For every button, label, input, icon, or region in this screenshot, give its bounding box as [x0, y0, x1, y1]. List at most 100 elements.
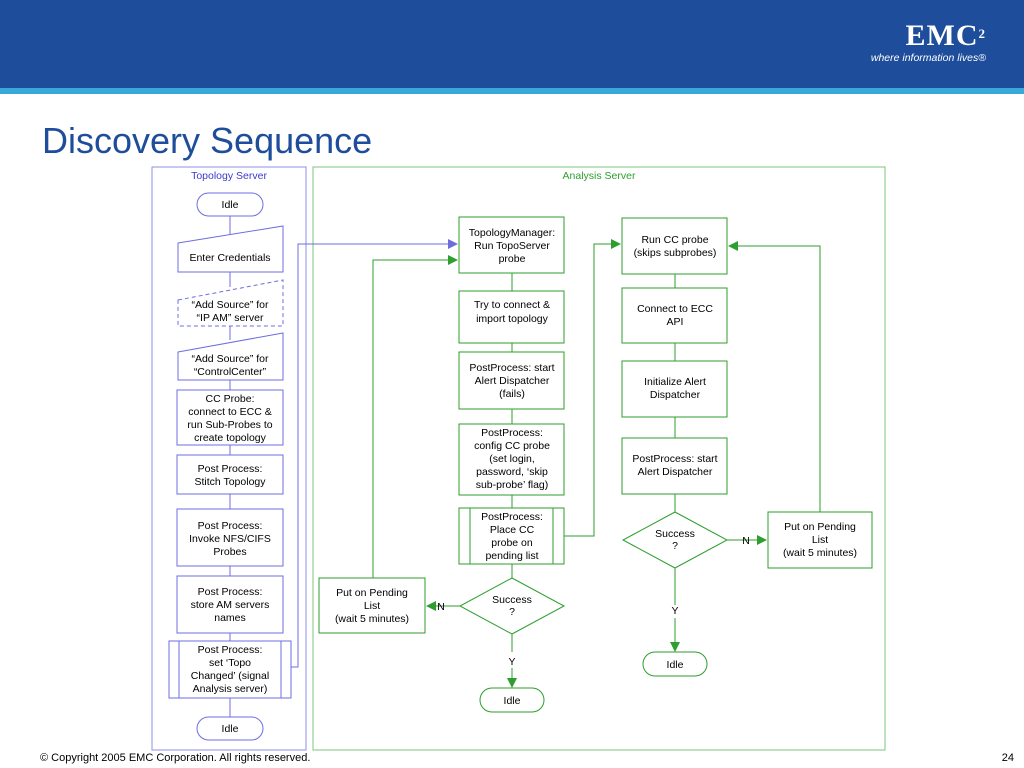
post-place-cc-line4: pending list: [485, 550, 538, 562]
post-stitch-line1: Post Process:: [198, 463, 263, 475]
topology-lane-label: Topology Server: [191, 170, 267, 182]
cc-probe-line3: run Sub-Probes to: [187, 419, 272, 431]
pending-right-line1: Put on Pending: [784, 521, 856, 533]
post-nfs-line1: Post Process:: [198, 520, 263, 532]
post-store-line2: store AM servers: [191, 599, 270, 611]
analysis-lane: [312, 166, 886, 751]
connect-ecc-step: [621, 287, 728, 344]
cc-probe-line4: create topology: [194, 432, 267, 444]
post-nfs-step: [176, 508, 284, 567]
add-source-ipam-line1: “Add Source” for: [191, 299, 269, 311]
topology-manager-line3: probe: [499, 253, 526, 265]
post-topo-changed-step: [168, 640, 292, 699]
try-connect-line1: Try to connect &: [474, 299, 550, 311]
page-title: Discovery Sequence: [42, 120, 373, 161]
success-decision-left: [458, 577, 566, 635]
post-place-cc-line3: probe on: [491, 537, 533, 549]
post-store-step: [176, 575, 284, 634]
no-label-right: N: [742, 535, 750, 547]
analysis-lane-label: Analysis Server: [563, 170, 636, 182]
topology-manager-line1: TopologyManager:: [469, 227, 555, 239]
topology-idle-end: [196, 716, 264, 741]
pending-right-line2: List: [812, 534, 828, 546]
success-decision-right: [621, 511, 729, 569]
run-cc-probe-step: [621, 217, 728, 275]
post-alert-fails-line3: (fails): [499, 388, 525, 400]
post-stitch-line2: Stitch Topology: [194, 476, 266, 488]
connect-ecc-line1: Connect to ECC: [637, 303, 713, 315]
page-number: 24: [1001, 752, 1014, 764]
topology-manager-line2: Run TopoServer: [474, 240, 550, 252]
try-connect-line2: import topology: [476, 313, 549, 325]
init-alert-step: [621, 360, 728, 418]
topology-manager-step: [458, 216, 565, 274]
post-place-cc-step: [458, 507, 565, 565]
emc-logo: EMC2 where information lives®: [870, 19, 986, 65]
cc-probe-line2: connect to ECC &: [188, 406, 271, 418]
pending-left-line2: List: [364, 600, 380, 612]
post-start-alert-line1: PostProcess: start: [632, 453, 717, 465]
init-alert-line1: Initialize Alert: [644, 376, 706, 388]
logo-tagline: where information lives®: [870, 52, 986, 64]
add-source-cc-step: [177, 332, 284, 381]
success-left-line1: Success: [492, 594, 532, 606]
no-label-left: N: [437, 601, 445, 613]
logo-brand: EMC2: [905, 19, 986, 52]
post-alert-fails-step: [458, 351, 565, 410]
yes-label-right: Y: [671, 605, 678, 617]
success-right-line1: Success: [655, 528, 695, 540]
enter-credentials-step: [177, 225, 284, 273]
yes-label-left: Y: [508, 656, 515, 668]
post-nfs-line3: Probes: [213, 546, 246, 558]
post-store-line3: names: [214, 612, 246, 624]
post-start-alert-step: [621, 437, 728, 495]
connect-ecc-line2: API: [667, 316, 684, 328]
post-alert-fails-line1: PostProcess: start: [469, 362, 554, 374]
post-place-cc-line1: PostProcess:: [481, 511, 543, 523]
analysis-idle-left-label: Idle: [504, 695, 521, 707]
add-source-ipam-step: [177, 279, 284, 327]
analysis-idle-right: [642, 651, 708, 677]
post-stitch-step: [176, 454, 284, 495]
try-connect-step: [458, 290, 565, 344]
pending-left-line1: Put on Pending: [336, 587, 408, 599]
success-left-line2: ?: [509, 606, 515, 618]
analysis-idle-left: [479, 687, 545, 713]
analysis-idle-right-label: Idle: [667, 659, 684, 671]
add-source-ipam-line2: “IP AM” server: [197, 312, 264, 324]
add-source-cc-line1: “Add Source” for: [191, 353, 269, 365]
topology-idle-start-label: Idle: [222, 199, 239, 211]
enter-credentials-label: Enter Credentials: [189, 252, 270, 264]
post-topo-changed-line1: Post Process:: [198, 644, 263, 656]
header-rule: [0, 88, 1024, 94]
success-right-line2: ?: [672, 540, 678, 552]
header-bar: [0, 0, 1024, 88]
post-config-cc-line5: sub-probe’ flag): [476, 479, 549, 491]
post-topo-changed-line4: Analysis server): [193, 683, 268, 695]
post-config-cc-step: [458, 423, 565, 496]
signal-analysis-arrow: [291, 239, 458, 668]
add-source-cc-line2: “ControlCenter”: [194, 366, 267, 378]
post-topo-changed-line2: set ‘Topo: [209, 657, 251, 669]
topology-idle-end-label: Idle: [222, 723, 239, 735]
run-cc-line1: Run CC probe: [641, 234, 708, 246]
pending-left-line3: (wait 5 minutes): [335, 613, 409, 625]
cc-probe-line1: CC Probe:: [205, 393, 254, 405]
post-start-alert-line2: Alert Dispatcher: [638, 466, 713, 478]
post-config-cc-line1: PostProcess:: [481, 427, 543, 439]
pending-right-line3: (wait 5 minutes): [783, 547, 857, 559]
post-place-cc-line2: Place CC: [490, 524, 535, 536]
topology-lane: [151, 166, 307, 751]
pending-list-left-step: [318, 577, 426, 634]
pending-list-right-step: [767, 511, 873, 569]
post-config-cc-line4: password, ‘skip: [476, 466, 548, 478]
topology-idle-start: [196, 192, 264, 217]
init-alert-line2: Dispatcher: [650, 389, 701, 401]
post-config-cc-line2: config CC probe: [474, 440, 550, 452]
post-store-line1: Post Process:: [198, 586, 263, 598]
post-nfs-line2: Invoke NFS/CIFS: [189, 533, 271, 545]
post-alert-fails-line2: Alert Dispatcher: [475, 375, 550, 387]
footer-copyright: © Copyright 2005 EMC Corporation. All ri…: [40, 752, 311, 764]
run-cc-line2: (skips subprobes): [634, 247, 717, 259]
